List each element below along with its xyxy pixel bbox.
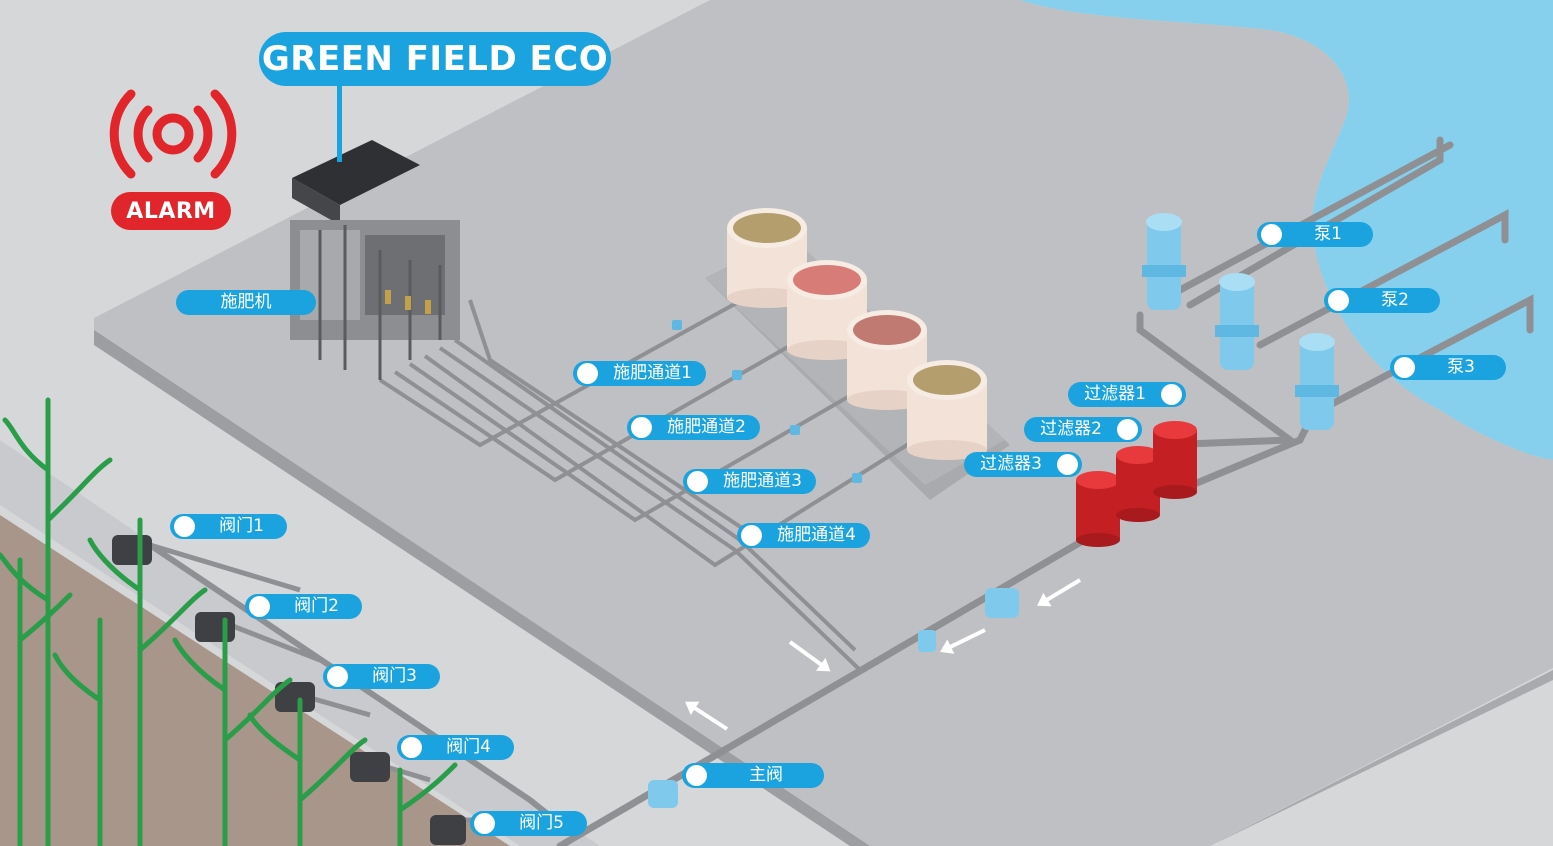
marker-dot	[577, 363, 598, 384]
label-channel-3[interactable]: 施肥通道3	[683, 469, 816, 494]
marker-dot	[327, 666, 348, 687]
tank-4	[907, 360, 987, 460]
label-text: 主阀	[749, 765, 783, 785]
marker-dot	[1328, 290, 1349, 311]
marker-dot	[1394, 357, 1415, 378]
label-pump-2[interactable]: 泵2	[1324, 288, 1440, 313]
marker-dot	[687, 471, 708, 492]
marker-dot	[686, 765, 707, 786]
label-text: 阀门2	[294, 596, 339, 616]
label-valve-1[interactable]: 阀门1	[170, 514, 287, 539]
label-pump-3[interactable]: 泵3	[1390, 355, 1506, 380]
label-text: 阀门5	[519, 813, 564, 833]
label-text: 阀门4	[446, 737, 491, 757]
water-area	[1020, 0, 1553, 460]
label-valve-5[interactable]: 阀门5	[470, 811, 587, 836]
fertilizer-machine	[290, 140, 460, 380]
tank-1	[727, 208, 807, 308]
label-channel-2[interactable]: 施肥通道2	[627, 415, 760, 440]
label-filter-2[interactable]: 过滤器2	[1024, 417, 1142, 442]
label-channel-4[interactable]: 施肥通道4	[737, 523, 870, 548]
label-text: 泵1	[1314, 224, 1342, 244]
marker-dot	[1261, 224, 1282, 245]
title-connector	[337, 84, 342, 162]
label-text: 施肥机	[220, 292, 272, 312]
label-text: 施肥通道3	[723, 471, 802, 491]
label-valve-3[interactable]: 阀门3	[323, 664, 440, 689]
pump-2	[1215, 273, 1259, 370]
filter-1	[1153, 421, 1197, 499]
label-channel-1[interactable]: 施肥通道1	[573, 361, 706, 386]
crop-plants	[0, 397, 458, 846]
line-valve	[648, 588, 1019, 808]
label-valve-2[interactable]: 阀门2	[245, 594, 362, 619]
label-text: 施肥通道2	[667, 417, 746, 437]
pump-3	[1295, 333, 1339, 430]
filter-2	[1116, 446, 1160, 522]
pump-1	[1142, 213, 1186, 310]
alarm-button[interactable]: ALARM	[111, 192, 231, 230]
marker-dot	[631, 417, 652, 438]
label-text: 过滤器3	[980, 454, 1042, 474]
label-text: 过滤器2	[1040, 419, 1102, 439]
label-main-valve[interactable]: 主阀	[682, 763, 824, 788]
line-fittings	[672, 320, 862, 483]
platform-top	[94, 0, 1553, 846]
tank-3	[847, 310, 927, 410]
label-text: 施肥通道1	[613, 363, 692, 383]
label-text: 过滤器1	[1084, 384, 1146, 404]
marker-dot	[1161, 384, 1182, 405]
marker-dot	[174, 516, 195, 537]
label-pump-1[interactable]: 泵1	[1257, 222, 1373, 247]
label-text: 泵3	[1447, 357, 1475, 377]
filter-3	[1076, 471, 1120, 547]
marker-dot	[474, 813, 495, 834]
marker-dot	[1057, 454, 1078, 475]
label-text: 阀门1	[219, 516, 264, 536]
marker-dot	[1117, 419, 1138, 440]
label-text: 施肥通道4	[777, 525, 856, 545]
label-filter-3[interactable]: 过滤器3	[964, 452, 1082, 477]
marker-dot	[249, 596, 270, 617]
marker-dot	[401, 737, 422, 758]
label-valve-4[interactable]: 阀门4	[397, 735, 514, 760]
label-text: 泵2	[1381, 290, 1409, 310]
alarm-signal-icon[interactable]	[104, 84, 242, 184]
brand-title: GREEN FIELD ECO	[259, 32, 611, 86]
label-filter-1[interactable]: 过滤器1	[1068, 382, 1186, 407]
marker-dot	[741, 525, 762, 546]
label-text: 阀门3	[372, 666, 417, 686]
label-fertilizer-machine[interactable]: 施肥机	[176, 290, 316, 315]
